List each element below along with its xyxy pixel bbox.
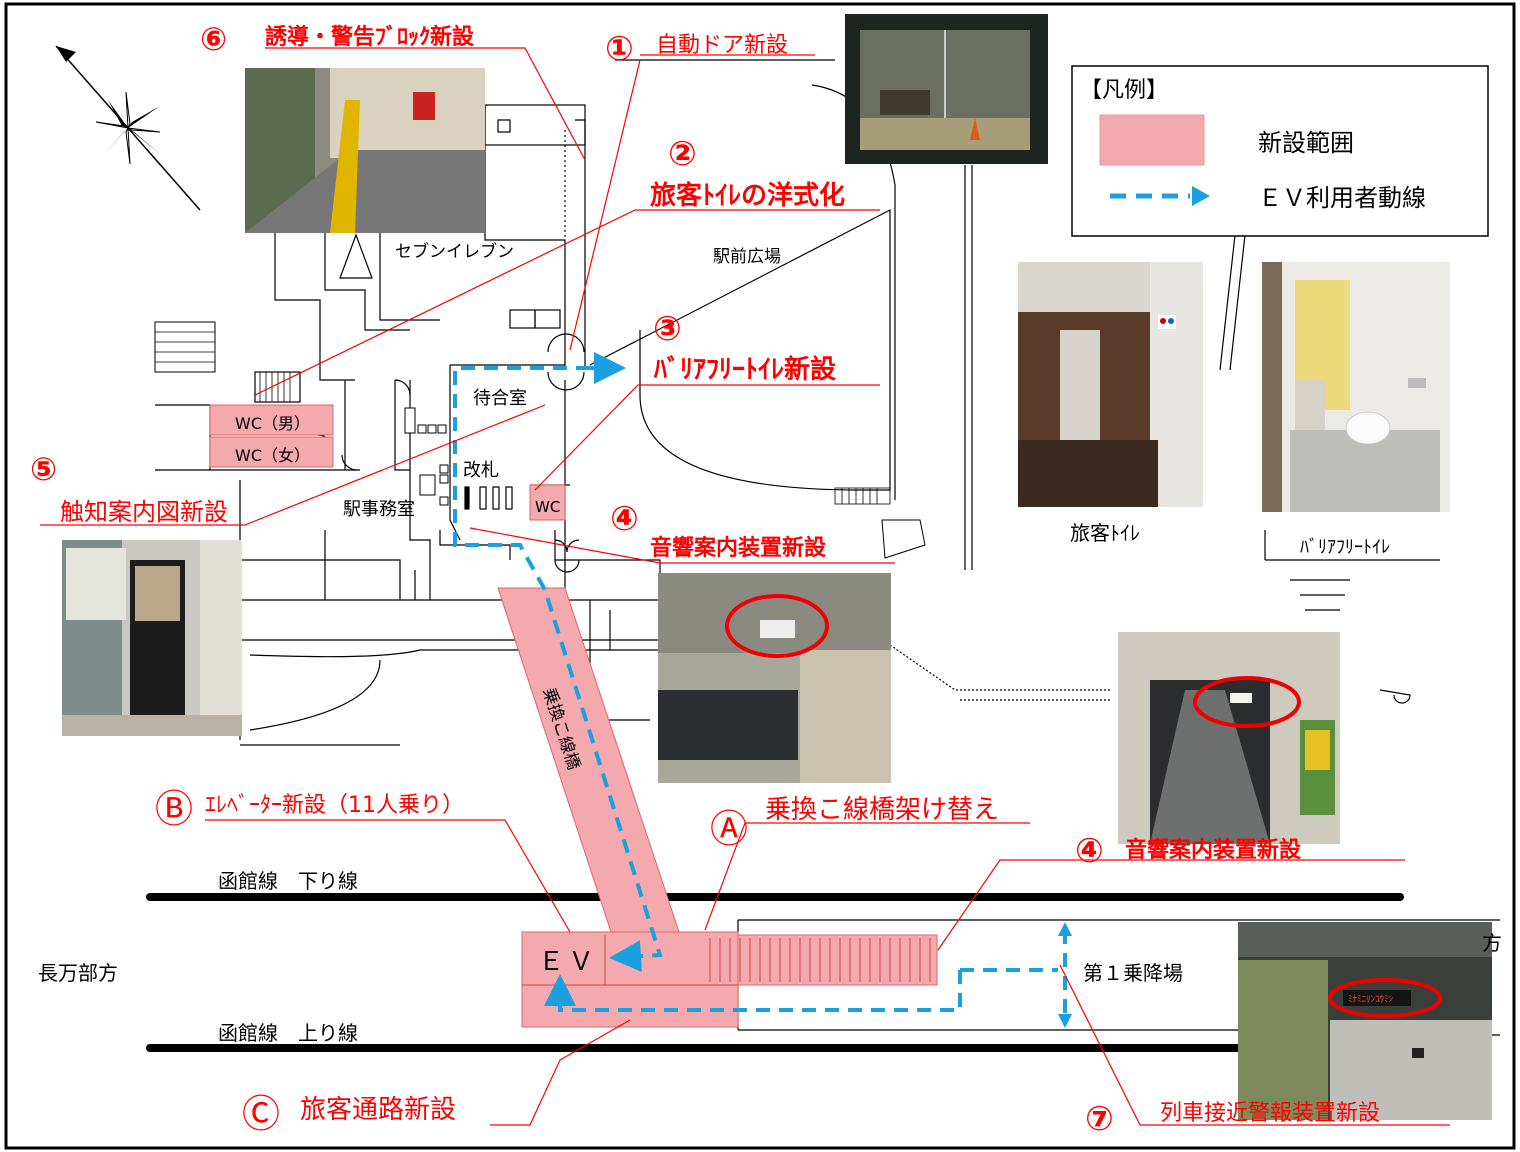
item4b-label: 音響案内装置新設 [1125,837,1302,863]
item3-label: ﾊﾞﾘｱﾌﾘｰﾄｲﾚ新設 [653,354,837,385]
photo-speaker-stairs [1118,632,1340,844]
item6-number: ⑥ [200,20,227,58]
leader-lines [40,47,1450,1126]
passenger-toilet-caption: 旅客ﾄｲﾚ [1070,521,1140,545]
item4a-label: 音響案内装置新設 [650,535,827,561]
route-arrowheads [604,361,1072,1028]
compass-icon [55,45,201,211]
approach-display-text: ﾐﾅﾐﾆﾘﾝｺｳﾐﾝ [1348,994,1394,1005]
legend-box [1071,65,1489,237]
tracks [146,893,1404,1052]
itemB-number: Ⓑ [155,787,193,831]
itemC-label: 旅客通路新設 [300,1095,456,1125]
item5-number: ⑤ [30,450,57,488]
item4b-number: ④ [1075,831,1104,871]
station-plaza-label: 駅前広場 [713,247,781,267]
seven-eleven-label: セブンイレブン [395,241,514,262]
legend-new-area-label: 新設範囲 [1258,129,1354,157]
platform1-label: 第１乗降場 [1083,961,1183,985]
photo-train-approach-display [1238,922,1492,1120]
item4a-number: ④ [610,499,639,539]
legend-ev-route-label: ＥＶ利用者動線 [1258,184,1426,212]
ev-route [453,352,1067,1020]
direction-cut-off-label: 方 [1482,931,1502,955]
item1-number: ① [605,29,634,69]
photo-guide-block [245,68,485,233]
outer-border [4,2,1516,1150]
item6-label: 誘導・警告ﾌﾞﾛｯｸ新設 [265,24,475,50]
item2-number: ② [668,134,697,174]
photo-tactile-map [62,540,242,736]
barrier-free-wc-label: WC [535,498,560,516]
photo-auto-door [845,14,1048,164]
photo-barrier-free-toilet [1262,262,1450,512]
wc-men-label: WC（男） [235,414,310,433]
oshamambe-direction-label: 長万部方 [38,961,118,985]
item7-label: 列車接近警報装置新設 [1160,1101,1380,1126]
up-line-label: 函館線 上り線 [218,1021,358,1045]
wc-women-label: WC（女） [235,446,310,465]
item2-label: 旅客ﾄｲﾚの洋式化 [650,180,845,211]
item7-number: ⑦ [1085,1099,1114,1139]
itemB-label: ｴﾚﾍﾞｰﾀｰ新設（11人乗り） [205,793,464,818]
down-line-label: 函館線 下り線 [218,869,358,893]
elevator-label: ＥＶ [538,947,598,977]
item3-number: ③ [653,309,682,349]
item5-label: 触知案内図新設 [60,498,228,526]
waiting-room-label: 待合室 [473,388,527,409]
itemC-number: Ⓒ [242,1092,280,1136]
itemA-label: 乗換こ線橋架け替え [765,795,999,825]
item1-label: 自動ドア新設 [656,33,788,58]
bridge-stairs [709,938,931,982]
station-office-label: 駅事務室 [343,499,415,520]
photo-speaker-concourse [658,573,891,783]
legend-title: 【凡例】 [1080,78,1168,103]
itemA-number: Ⓐ [710,807,748,851]
photo-passenger-toilet [1018,262,1203,507]
barrier-free-toilet-caption: ﾊﾞﾘｱﾌﾘｰﾄｲﾚ [1300,537,1390,558]
ticket-gate-label: 改札 [463,460,499,481]
